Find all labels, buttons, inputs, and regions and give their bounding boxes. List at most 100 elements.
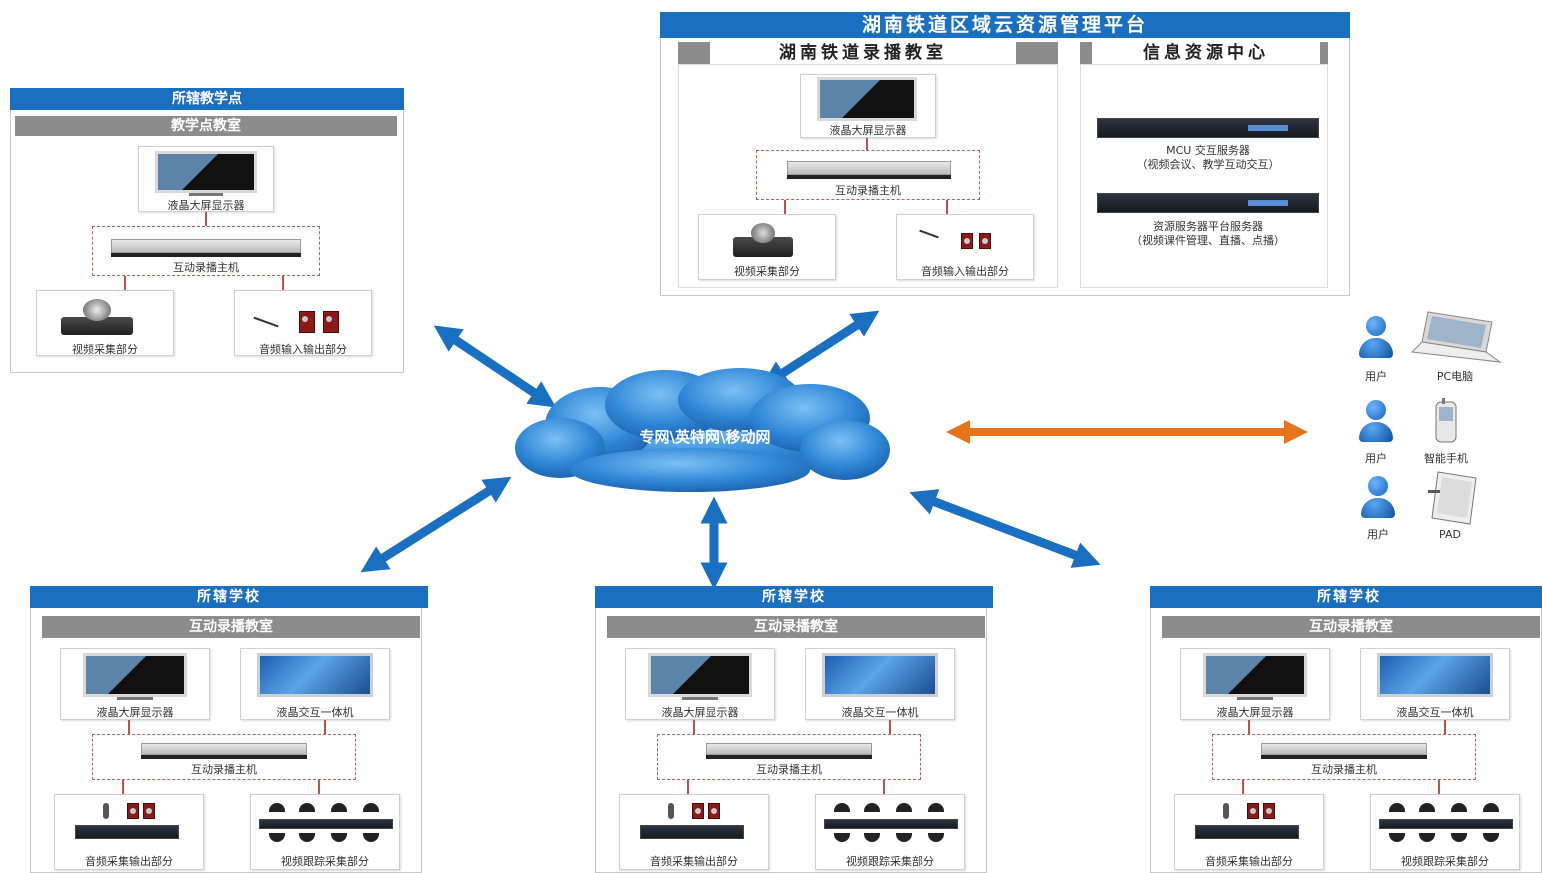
audio-processor-icon	[640, 825, 744, 839]
school-host-group: 互动录播主机	[1212, 734, 1476, 780]
dome-camera-icon	[1483, 803, 1499, 812]
tp-display-label: 液晶大屏显示器	[167, 199, 245, 212]
teaching-point-title: 所辖教学点	[10, 88, 404, 110]
school-audio-label: 音频采集输出部分	[650, 855, 738, 868]
user-label: 用户	[1367, 528, 1389, 541]
school-title: 所辖学校	[1150, 586, 1542, 608]
school-host-label: 互动录播主机	[756, 763, 822, 776]
recording-host-icon	[141, 743, 307, 755]
microphone-icon	[253, 316, 279, 328]
tablet-icon	[1428, 471, 1477, 525]
server-icon	[1097, 118, 1319, 138]
speaker-icon	[143, 803, 155, 819]
dome-camera-icon	[1389, 803, 1405, 812]
recording-host-icon	[787, 161, 951, 175]
camera-icon	[733, 237, 793, 257]
pad-label: PAD	[1439, 528, 1461, 541]
top-video-label: 视频采集部分	[734, 265, 800, 278]
school-video-card: 视频跟踪采集部分	[1370, 794, 1520, 870]
school-display-label: 液晶大屏显示器	[661, 706, 739, 719]
school-touch-label: 液晶交互一体机	[276, 706, 354, 719]
user-icon	[1356, 400, 1396, 448]
dome-camera-icon	[1419, 833, 1435, 842]
top-display-label: 液晶大屏显示器	[829, 124, 907, 137]
dome-camera-icon	[896, 833, 912, 842]
arrow-teaching-point	[433, 325, 557, 408]
school-touch-label: 液晶交互一体机	[1396, 706, 1474, 719]
interactive-display-icon	[822, 653, 938, 697]
school-audio-card: 音频采集输出部分	[619, 794, 769, 870]
school-video-label: 视频跟踪采集部分	[1401, 855, 1489, 868]
dome-camera-icon	[299, 803, 315, 812]
school-touch-card: 液晶交互一体机	[1360, 648, 1510, 720]
recording-host-icon	[111, 239, 301, 253]
tp-host-label: 互动录播主机	[173, 261, 239, 274]
mcu-server-label: MCU 交互服务器	[1166, 144, 1250, 157]
dome-camera-icon	[1419, 803, 1435, 812]
resource-server-desc: （视频课件管理、直播、点播）	[1131, 234, 1285, 247]
mcu-server-desc: （视频会议、教学互动交互）	[1136, 158, 1280, 171]
school-display-label: 液晶大屏显示器	[1216, 706, 1294, 719]
school-touch-card: 液晶交互一体机	[240, 648, 390, 720]
user-label: 用户	[1365, 452, 1387, 465]
tv-icon	[155, 151, 257, 193]
network-label: 专网\英特网\移动网	[639, 428, 771, 446]
smartphone-label: 智能手机	[1424, 452, 1468, 465]
school-touch-card: 液晶交互一体机	[805, 648, 955, 720]
school-video-label: 视频跟踪采集部分	[846, 855, 934, 868]
tp-video-label: 视频采集部分	[72, 343, 138, 356]
interactive-display-icon	[1377, 653, 1493, 697]
speaker-icon	[692, 803, 704, 819]
dome-camera-icon	[1451, 803, 1467, 812]
resource-center-box	[1080, 64, 1328, 288]
school-title: 所辖学校	[30, 586, 428, 608]
dome-camera-icon	[1389, 833, 1405, 842]
dome-camera-icon	[331, 833, 347, 842]
tv-icon	[83, 653, 187, 697]
smartphone-icon	[1435, 398, 1457, 443]
speaker-icon	[299, 311, 315, 333]
user-icon	[1356, 316, 1396, 364]
tracking-host-icon	[259, 819, 393, 829]
dome-camera-icon	[269, 833, 285, 842]
school-display-label: 液晶大屏显示器	[96, 706, 174, 719]
school-subtitle: 互动录播教室	[42, 616, 420, 638]
tracking-host-icon	[1379, 819, 1513, 829]
top-platform-title: 湖南铁道区域云资源管理平台	[660, 12, 1350, 38]
tv-icon	[1203, 653, 1307, 697]
dome-camera-icon	[864, 803, 880, 812]
tp-video-card: 视频采集部分	[36, 290, 174, 356]
school-host-label: 互动录播主机	[191, 763, 257, 776]
resource-center-header: 信息资源中心	[1080, 42, 1328, 64]
dome-camera-icon	[331, 803, 347, 812]
teaching-point-subtitle: 教学点教室	[15, 116, 397, 136]
school-subtitle: 互动录播教室	[1162, 616, 1540, 638]
microphone-icon	[103, 803, 109, 819]
top-host-group: 互动录播主机	[756, 150, 980, 200]
dome-camera-icon	[363, 803, 379, 812]
tp-display-card: 液晶大屏显示器	[138, 146, 274, 212]
tracking-host-icon	[824, 819, 958, 829]
dome-camera-icon	[1483, 833, 1499, 842]
user-icon	[1358, 476, 1398, 524]
dome-camera-icon	[864, 833, 880, 842]
school-title: 所辖学校	[595, 586, 993, 608]
recording-host-icon	[706, 743, 872, 755]
dome-camera-icon	[834, 833, 850, 842]
school-audio-card: 音频采集输出部分	[54, 794, 204, 870]
arrow-top-platform	[760, 310, 880, 388]
interactive-display-icon	[257, 653, 373, 697]
microphone-icon	[1223, 803, 1229, 819]
dome-camera-icon	[1451, 833, 1467, 842]
tv-icon	[648, 653, 752, 697]
speaker-icon	[979, 233, 991, 249]
speaker-icon	[127, 803, 139, 819]
server-icon	[1097, 193, 1319, 213]
audio-processor-icon	[1195, 825, 1299, 839]
camera-icon	[61, 317, 133, 335]
recording-classroom-header: 湖南铁道录播教室	[678, 42, 1058, 64]
user-label: 用户	[1365, 370, 1387, 383]
tv-icon	[817, 77, 917, 121]
school-host-group: 互动录播主机	[92, 734, 356, 780]
dome-camera-icon	[834, 803, 850, 812]
